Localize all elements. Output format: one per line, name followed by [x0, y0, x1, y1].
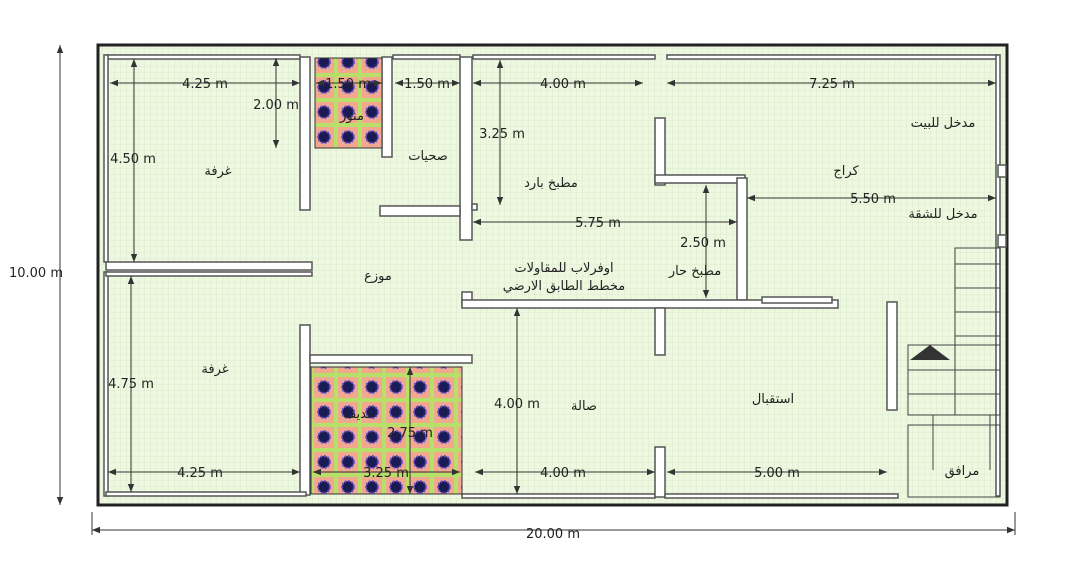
dim-total-width: 20.00 m [526, 527, 580, 542]
dim-lightwell-width: 1.50 m [325, 77, 371, 92]
room-garage: كراج [833, 164, 859, 179]
dim-kitchen-span: 5.75 m [575, 216, 621, 231]
room-lightwell: منور [339, 109, 364, 124]
lightwell-tiles [314, 57, 383, 149]
room-living: صالة [571, 399, 597, 414]
room-bathrooms: صحيات [408, 149, 448, 164]
dim-living-height: 4.00 m [494, 397, 540, 412]
dim-garden-width: 3.25 m [363, 466, 409, 481]
room-reception: استقبال [752, 392, 794, 407]
dim-garden-height: 2.75 m [387, 426, 433, 441]
room-garden: حديقة [343, 407, 375, 422]
dim-living-width: 4.00 m [540, 466, 586, 481]
room-utilities: مرافق [945, 464, 980, 479]
dim-cold-kitchen-width: 4.00 m [540, 77, 586, 92]
dim-bedroom-bottom-height: 4.75 m [108, 377, 154, 392]
dim-bedroom-top-height: 4.50 m [110, 152, 156, 167]
dim-bath-width: 1.50 m [404, 77, 450, 92]
room-cold-kitchen: مطبخ بارد [524, 176, 578, 191]
room-bedroom-top: غرفة [204, 164, 231, 179]
room-house-entrance: مدخل للبيت [911, 116, 976, 131]
dimension-labels: 4.25 m 2.00 m 1.50 m 1.50 m 4.00 m 7.25 … [9, 77, 896, 542]
dimension-lines [56, 45, 1016, 535]
dim-entrance-width: 5.50 m [850, 192, 896, 207]
dim-lightwell-height: 2.00 m [253, 98, 299, 113]
room-labels: غرفة منور صحيات مطبخ بارد مدخل للبيت كرا… [201, 109, 979, 479]
dim-reception-width: 5.00 m [754, 466, 800, 481]
walls [103, 54, 1007, 499]
plot-boundary [96, 43, 1009, 507]
room-hallway: موزع [364, 269, 392, 284]
plan-title-company: اوفرلاب للمقاولات [514, 261, 613, 276]
dim-total-height: 10.00 m [9, 266, 63, 281]
staircase [907, 247, 1001, 498]
dim-garage-width: 7.25 m [809, 77, 855, 92]
dim-cold-kitchen-height: 3.25 m [479, 127, 525, 142]
plan-title-floor: مخطط الطابق الارضي [503, 279, 625, 294]
dim-bedroom-bottom-width: 4.25 m [177, 466, 223, 481]
room-bedroom-bottom: غرفة [201, 362, 228, 377]
dim-hot-kitchen-height: 2.50 m [680, 236, 726, 251]
room-apartment-entrance: مدخل للشقة [908, 207, 977, 222]
room-hot-kitchen: مطبخ حار [668, 264, 721, 279]
dim-bedroom-top-width: 4.25 m [182, 77, 228, 92]
